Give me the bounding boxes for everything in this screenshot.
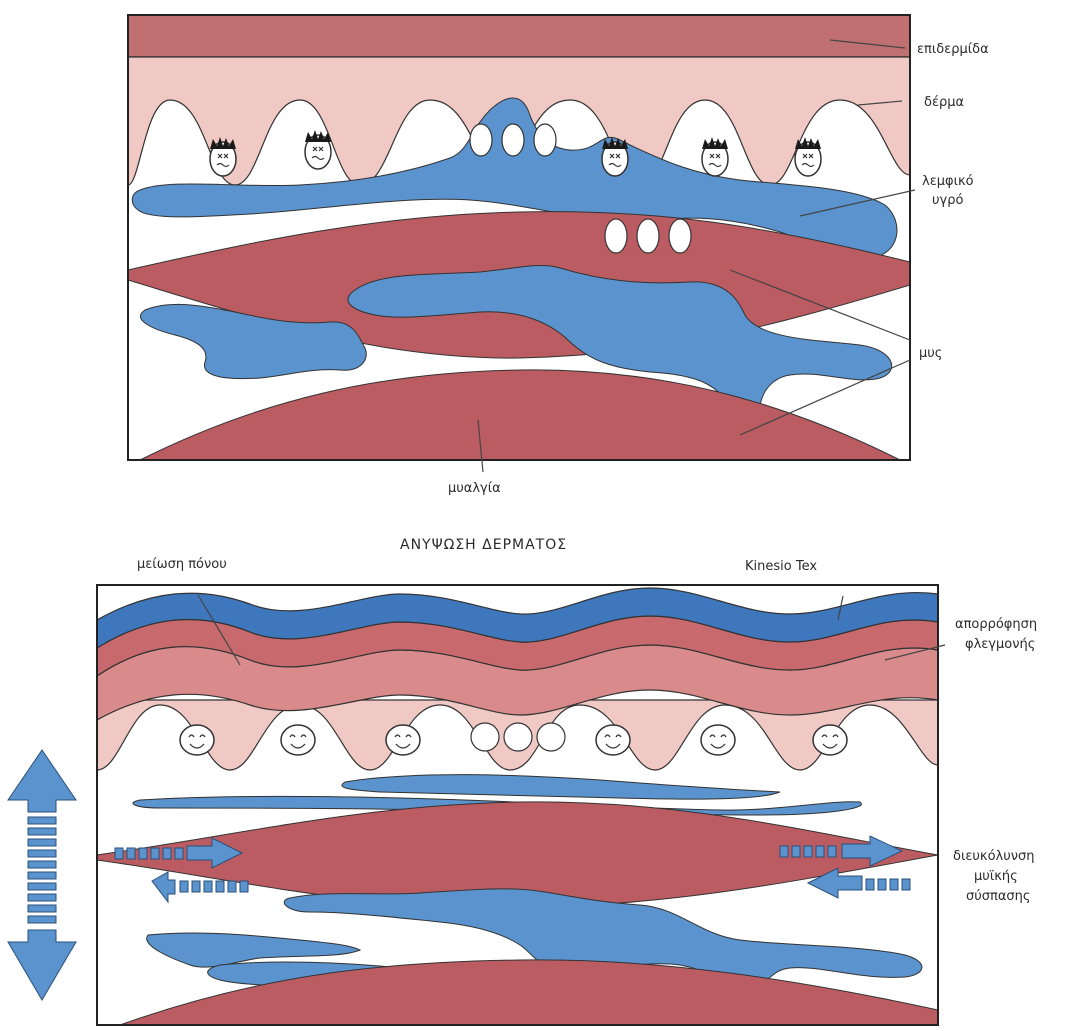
label-absorption-line2: φλεγμονής [965, 637, 1035, 652]
label-facilitation-line1: διευκόλυνση [953, 849, 1034, 864]
label-kinesio: Kinesio Tex [745, 559, 817, 574]
label-absorption-line1: απορρόφηση [955, 617, 1037, 632]
label-muscle: μυς [919, 346, 942, 361]
label-lymph-line2: υγρό [932, 193, 963, 208]
skin-lift-arrow-icon [8, 750, 76, 1000]
epidermis-layer [128, 15, 910, 57]
bottom-title: ΑΝΥΨΩΣΗ ΔΕΡΜΑΤΟΣ [400, 537, 567, 553]
lymph-cells-icon-bottom [471, 723, 565, 751]
label-lymph-line1: λεμφικό [922, 174, 974, 189]
label-dermis: δέρμα [924, 95, 964, 110]
label-epidermis: επιδερμίδα [917, 42, 989, 57]
label-myalgia: μυαλγία [448, 481, 501, 496]
bottom-panel [97, 585, 938, 1025]
label-facilitation-line2: μυϊκής [974, 869, 1018, 884]
label-pain-reduction: μείωση πόνου [137, 557, 227, 572]
label-facilitation-line3: σύσπασης [966, 889, 1031, 904]
top-panel [128, 15, 910, 460]
